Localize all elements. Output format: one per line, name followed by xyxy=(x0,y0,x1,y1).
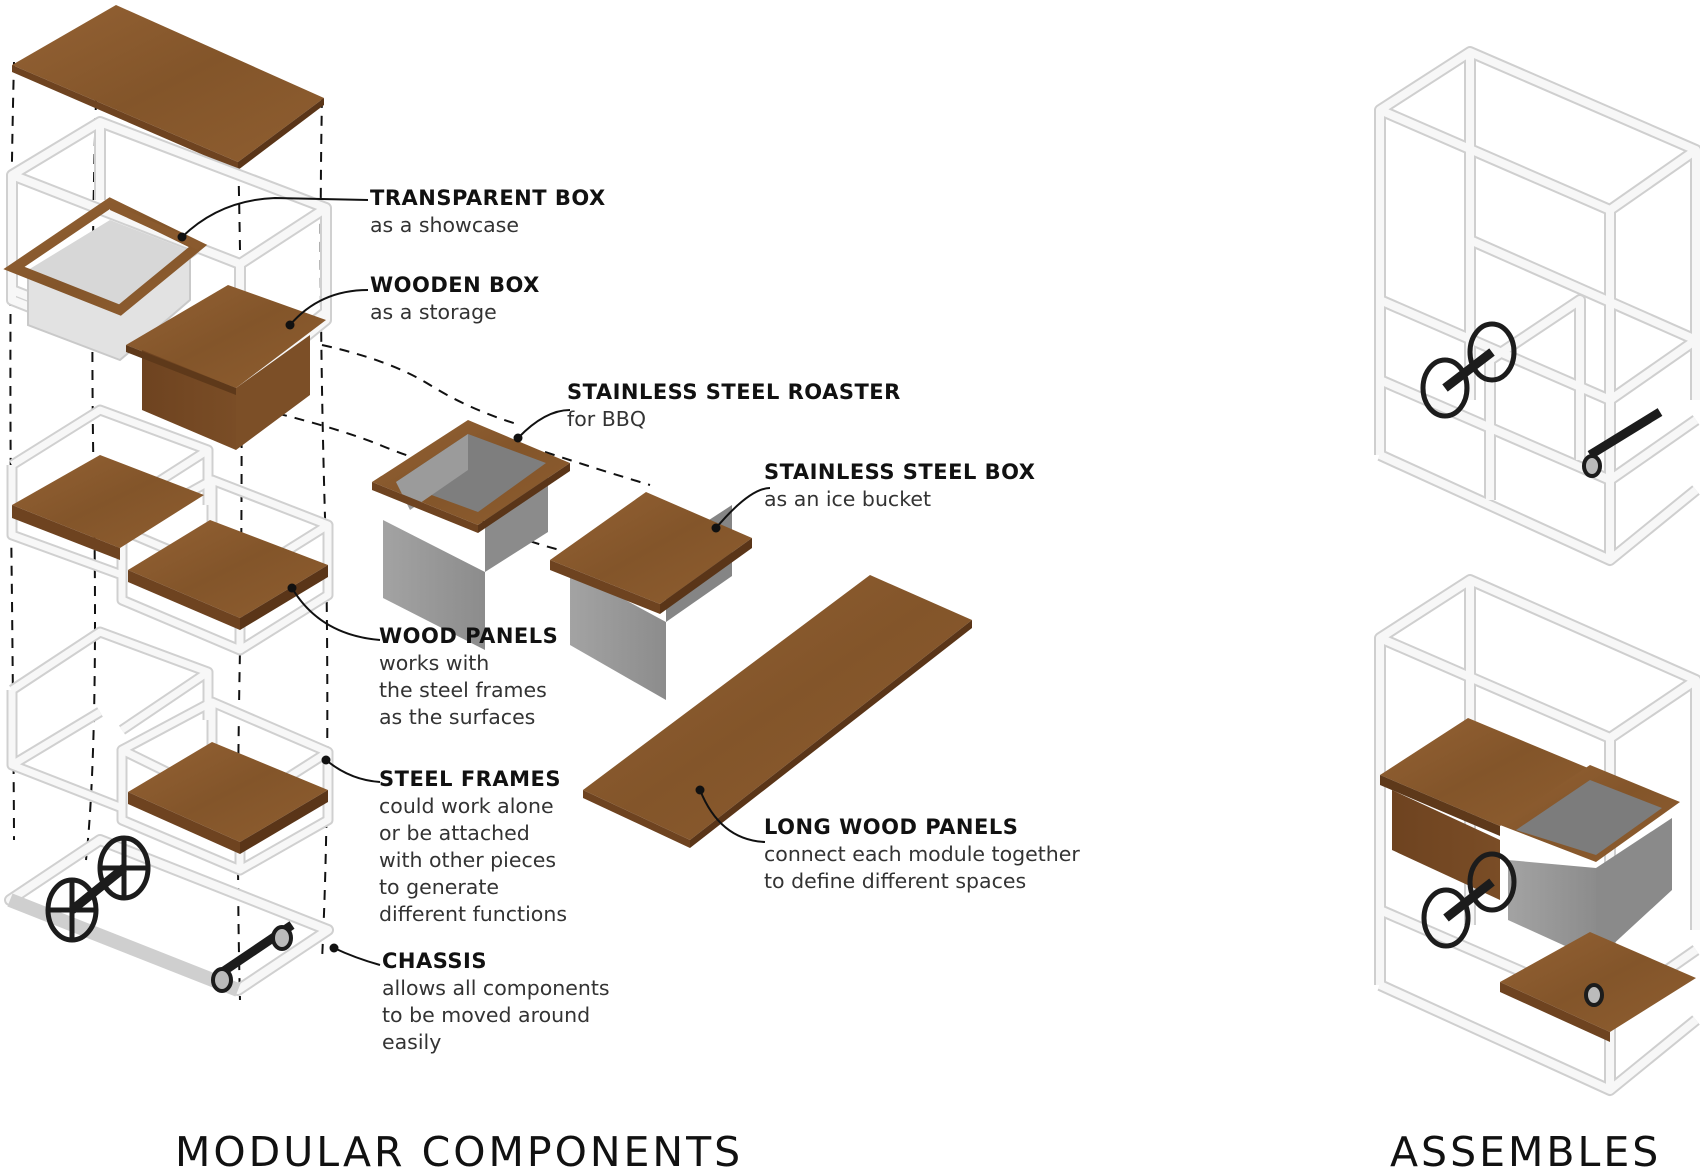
leader-dots xyxy=(177,232,721,953)
stainless-box-shape xyxy=(550,492,752,700)
label-heading: STEEL FRAMES xyxy=(379,767,561,791)
label-heading: CHASSIS xyxy=(382,949,487,973)
label-description: as a storage xyxy=(370,300,497,324)
caster-icon xyxy=(211,921,295,993)
label-heading: TRANSPARENT BOX xyxy=(370,186,606,210)
label-description: works with the steel frames as the surfa… xyxy=(379,651,547,729)
title-modular-components: MODULAR COMPONENTS xyxy=(175,1128,744,1176)
lower-wood-panel xyxy=(128,742,328,854)
middle-steel-frames xyxy=(6,404,334,656)
label-description: could work alone or be attached with oth… xyxy=(379,794,568,926)
label-transparent-box: TRANSPARENT BOX as a showcase xyxy=(370,185,606,239)
label-description: as a showcase xyxy=(370,213,519,237)
label-heading: STAINLESS STEEL ROASTER xyxy=(567,380,901,404)
label-heading: WOODEN BOX xyxy=(370,273,540,297)
label-long-wood-panels: LONG WOOD PANELS connect each module tog… xyxy=(764,814,1080,895)
lower-steel-frames xyxy=(6,626,334,876)
label-steel-roaster: STAINLESS STEEL ROASTER for BBQ xyxy=(567,379,901,433)
assembled-cart-bottom xyxy=(1374,574,1700,1096)
chassis-shape xyxy=(4,834,334,997)
label-steel-frames: STEEL FRAMES could work alone or be atta… xyxy=(379,766,567,928)
label-wood-panels: WOOD PANELS works with the steel frames … xyxy=(379,623,558,731)
assembled-cart-top xyxy=(1374,46,1700,566)
wheel-icon xyxy=(45,835,151,943)
leader-lines xyxy=(181,196,771,966)
label-wooden-box: WOODEN BOX as a storage xyxy=(370,272,540,326)
label-steel-box: STAINLESS STEEL BOX as an ice bucket xyxy=(764,459,1035,513)
label-chassis: CHASSIS allows all components to be move… xyxy=(382,948,610,1056)
label-description: allows all components to be moved around… xyxy=(382,976,610,1054)
label-heading: STAINLESS STEEL BOX xyxy=(764,460,1036,484)
label-heading: LONG WOOD PANELS xyxy=(764,815,1019,839)
label-heading: WOOD PANELS xyxy=(379,624,559,648)
long-wood-panel-shape xyxy=(583,575,972,848)
stainless-roaster-shape xyxy=(372,420,570,650)
middle-wood-panels xyxy=(12,455,328,630)
label-description: as an ice bucket xyxy=(764,487,931,511)
wooden-box-shape xyxy=(126,285,326,450)
label-description: for BBQ xyxy=(567,407,646,431)
top-wood-panel xyxy=(12,5,324,170)
title-assembles: ASSEMBLES xyxy=(1390,1128,1662,1176)
label-description: connect each module together to define d… xyxy=(764,842,1080,893)
